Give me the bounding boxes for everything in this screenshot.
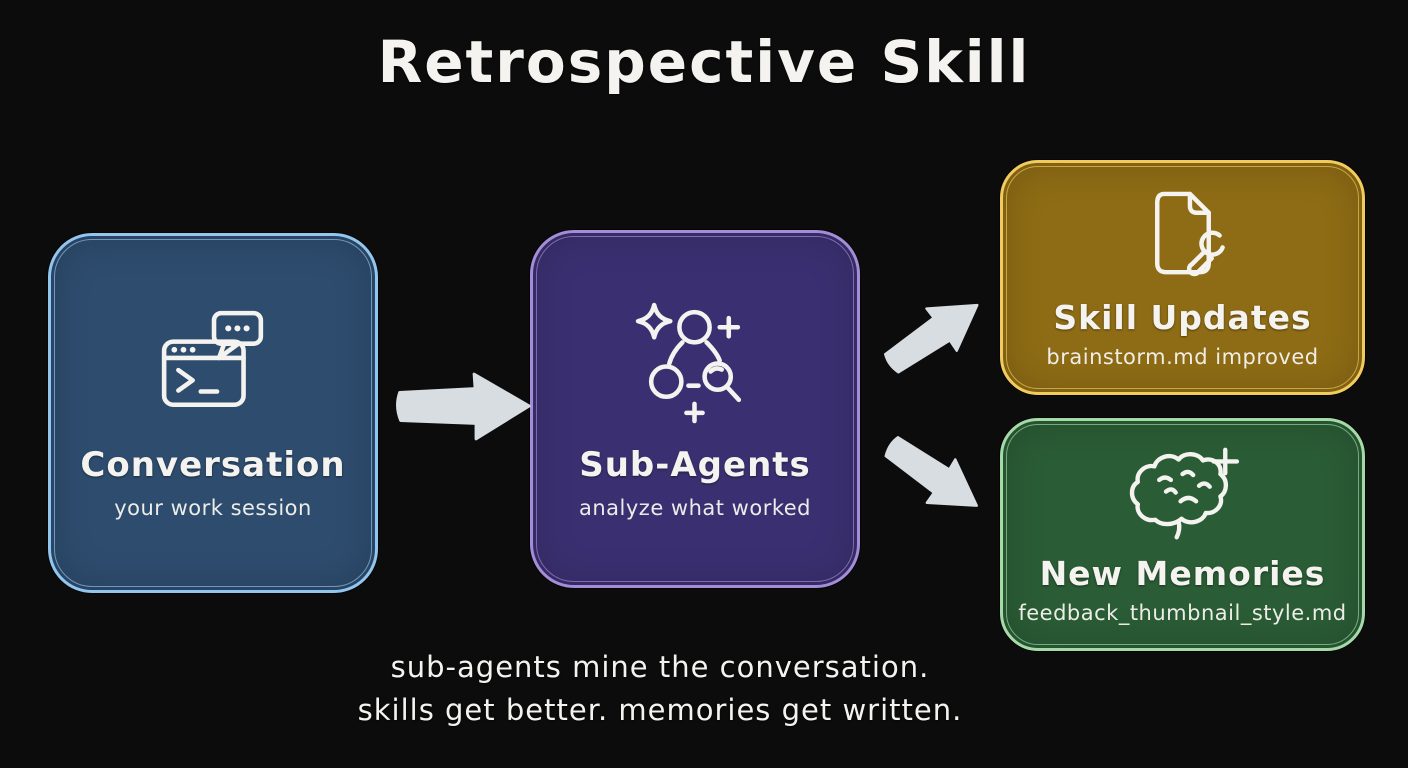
caption-line-2: skills get better. memories get written. bbox=[357, 693, 963, 727]
node-label: New Memories bbox=[1039, 554, 1326, 593]
sub-agents-node: Sub-Agents analyze what worked bbox=[530, 230, 860, 588]
new-memories-node: New Memories feedback_thumbnail_style.md bbox=[1000, 418, 1365, 651]
arrow-subagents-to-skill-updates bbox=[853, 267, 1012, 402]
caption-line-1: sub-agents mine the conversation. bbox=[390, 650, 930, 684]
node-sublabel: feedback_thumbnail_style.md bbox=[1018, 601, 1347, 625]
node-sublabel: brainstorm.md improved bbox=[1046, 345, 1319, 369]
node-label: Sub-Agents bbox=[579, 444, 811, 485]
sub-agents-magnifier-icon bbox=[632, 299, 758, 425]
node-sublabel: analyze what worked bbox=[578, 495, 811, 520]
node-sublabel: your work session bbox=[114, 495, 312, 520]
document-wrench-icon bbox=[1133, 186, 1233, 290]
node-label: Skill Updates bbox=[1053, 298, 1312, 337]
brain-plus-icon bbox=[1122, 444, 1244, 546]
terminal-chat-icon bbox=[157, 307, 269, 419]
arrow-subagents-to-new-memories bbox=[854, 407, 1012, 544]
caption: sub-agents mine the conversation. skills… bbox=[0, 646, 1320, 732]
conversation-node: Conversation your work session bbox=[48, 233, 378, 593]
diagram-title: Retrospective Skill bbox=[377, 28, 1031, 96]
node-label: Conversation bbox=[80, 444, 346, 485]
arrow-conversation-to-subagents bbox=[390, 366, 535, 446]
skill-updates-node: Skill Updates brainstorm.md improved bbox=[1000, 160, 1365, 395]
